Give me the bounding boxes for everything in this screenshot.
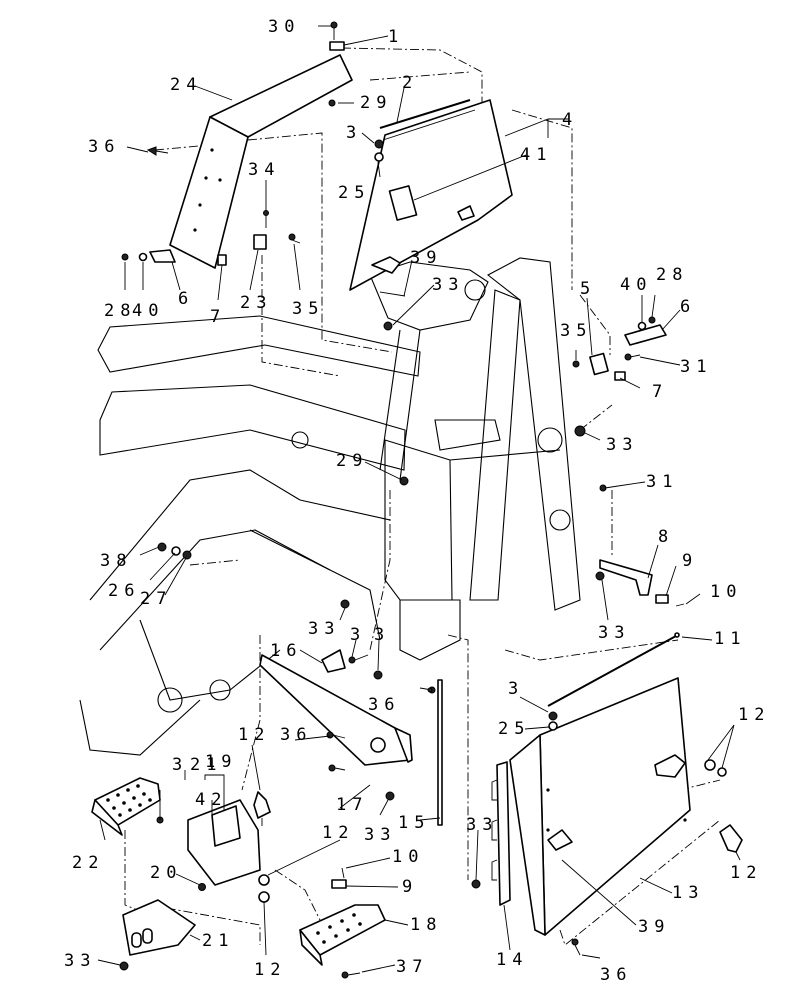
callout-28: 28	[104, 301, 136, 321]
callout-21: 21	[202, 931, 234, 951]
callout-7: 7	[652, 382, 668, 402]
housing-19	[187, 799, 261, 886]
callout-39: 39	[410, 248, 442, 268]
callout-42: 42	[195, 790, 227, 810]
callout-26: 26	[108, 581, 140, 601]
callout-33: 33	[64, 951, 96, 971]
callout-3: 3	[374, 625, 390, 645]
callout-6: 6	[680, 297, 696, 317]
callout-31: 31	[646, 472, 678, 492]
callout-41: 41	[520, 145, 552, 165]
callout-6: 6	[178, 289, 194, 309]
callout-30: 30	[268, 17, 300, 37]
callout-3: 3	[508, 679, 524, 699]
callout-5: 5	[580, 279, 596, 299]
callout-12: 12	[730, 863, 762, 883]
callout-35: 35	[560, 321, 592, 341]
callout-4: 4	[562, 110, 578, 130]
shield-4	[349, 99, 513, 291]
callout-28: 28	[656, 265, 688, 285]
callout-12: 12	[738, 705, 770, 725]
shield-13	[509, 677, 691, 936]
callout-9: 9	[402, 877, 418, 897]
hardware	[119, 21, 743, 979]
callout-23: 23	[240, 293, 272, 313]
callout-21: 21	[190, 755, 222, 775]
callout-40: 40	[132, 301, 164, 321]
callout-36: 36	[280, 725, 312, 745]
callout-22: 22	[72, 853, 104, 873]
strip-14	[491, 761, 511, 906]
callout-37: 37	[396, 957, 428, 977]
callout-14: 14	[496, 950, 528, 970]
callout-3: 3	[172, 755, 188, 775]
callout-36: 36	[600, 965, 632, 985]
callout-19: 19	[205, 752, 237, 772]
pan-21	[122, 899, 196, 956]
callout-3: 3	[346, 123, 362, 143]
callout-leaders	[97, 25, 741, 973]
callout-3: 3	[350, 625, 366, 645]
callout-29: 29	[336, 451, 368, 471]
callout-10: 10	[392, 847, 424, 867]
callout-33: 33	[308, 619, 340, 639]
callout-1: 1	[388, 27, 404, 47]
callout-2: 2	[402, 73, 418, 93]
callout-8: 8	[658, 527, 674, 547]
rod-11	[547, 632, 680, 707]
callout-29: 29	[360, 93, 392, 113]
callout-9: 9	[682, 551, 698, 571]
callout-34: 34	[248, 160, 280, 180]
baler-main-frame	[79, 257, 581, 756]
callout-10: 10	[710, 582, 742, 602]
callout-31: 31	[680, 357, 712, 377]
callout-16: 16	[270, 641, 302, 661]
callout-40: 40	[620, 275, 652, 295]
callout-27: 27	[140, 589, 172, 609]
callout-33: 33	[466, 815, 498, 835]
callout-25: 25	[338, 183, 370, 203]
callout-35: 35	[292, 299, 324, 319]
callout-11: 11	[714, 629, 746, 649]
callout-24: 24	[170, 75, 202, 95]
shield-17	[259, 654, 413, 766]
callout-33: 33	[432, 275, 464, 295]
step-18	[299, 904, 386, 966]
callout-labels: 30 1 24 2 29 4 3 36 41 25 34 39 33 28 40…	[64, 17, 770, 985]
rod-15	[437, 679, 443, 826]
callout-12: 12	[238, 725, 270, 745]
callout-17: 17	[336, 795, 368, 815]
callout-36: 36	[88, 137, 120, 157]
callout-33: 33	[606, 435, 638, 455]
callout-20: 20	[150, 863, 182, 883]
callout-12: 12	[322, 823, 354, 843]
shield-24	[169, 54, 353, 269]
rod-2	[379, 99, 471, 129]
callout-25: 25	[498, 719, 530, 739]
callout-33: 33	[364, 825, 396, 845]
callout-38: 38	[100, 551, 132, 571]
callout-15: 15	[398, 813, 430, 833]
callout-39: 39	[638, 917, 670, 937]
callout-7: 7	[210, 307, 226, 327]
callout-33: 33	[598, 623, 630, 643]
callout-36: 36	[368, 695, 400, 715]
right-brackets	[589, 324, 667, 596]
callout-18: 18	[410, 915, 442, 935]
step-22	[91, 777, 161, 836]
callout-12: 12	[254, 960, 286, 980]
callout-13: 13	[672, 883, 704, 903]
